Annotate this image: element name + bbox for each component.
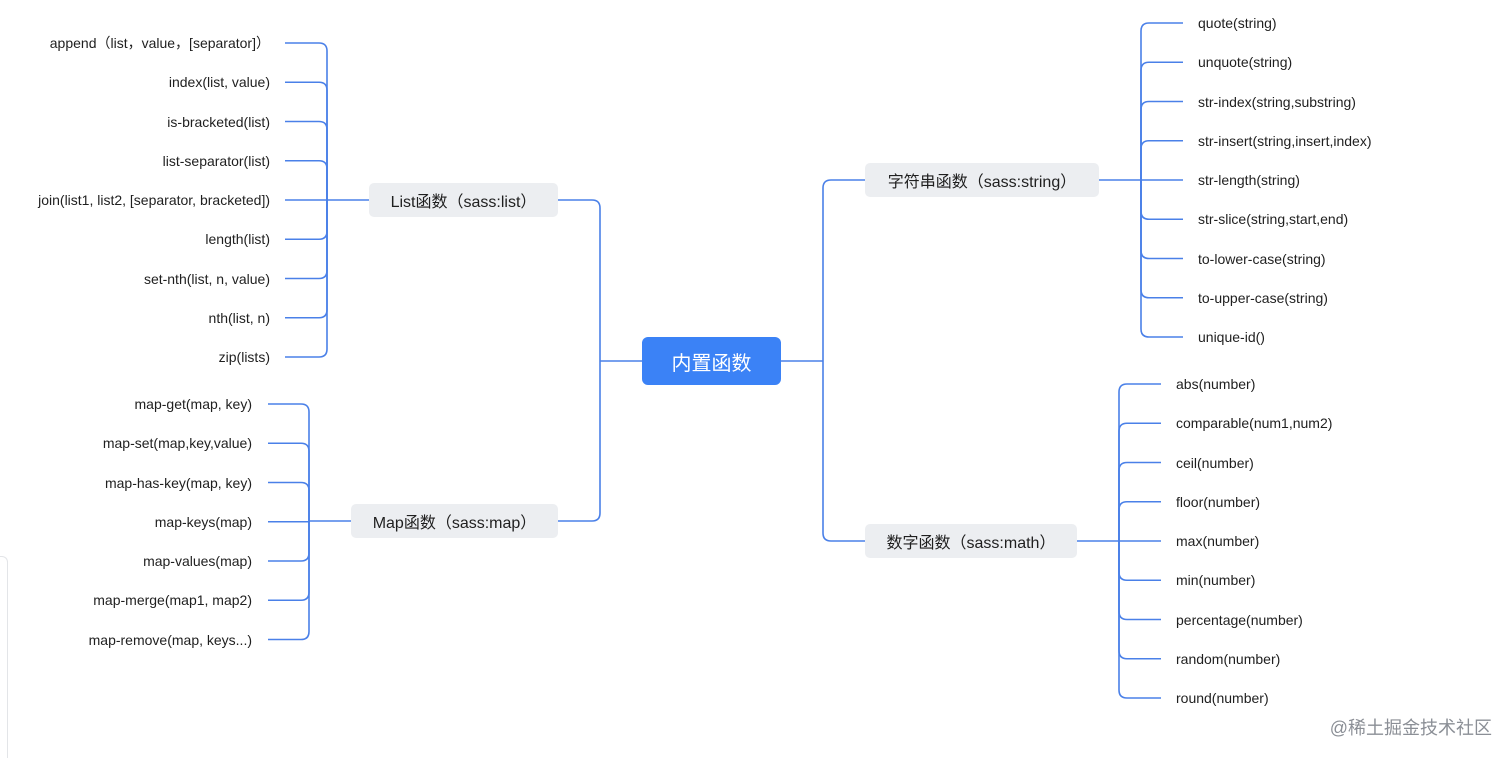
leaf-list-item[interactable]: set-nth(list, n, value) — [143, 270, 270, 287]
leaf-list-item[interactable]: zip(lists) — [218, 349, 270, 365]
leaf-list-item[interactable]: list-separator(list) — [162, 152, 270, 169]
branch-label-math: 数字函数（sass:math） — [886, 535, 1056, 552]
connector-math-leaf-1 — [1118, 422, 1161, 541]
connector-list-leaf-0 — [285, 42, 328, 200]
connector-list-leaf-2 — [285, 120, 328, 200]
leaf-map-item[interactable]: map-get(map, key) — [134, 396, 252, 412]
connector-math-leaf-0 — [1118, 383, 1161, 541]
connector-math-leaf-8 — [1118, 541, 1161, 699]
branch-node-math[interactable]: 数字函数（sass:math） — [865, 524, 1077, 558]
connector-list-leaf-3 — [285, 159, 328, 200]
leaf-map-item[interactable]: map-merge(map1, map2) — [93, 592, 252, 609]
leaf-string-item[interactable]: unquote(string) — [1198, 54, 1293, 71]
branch-node-list[interactable]: List函数（sass:list） — [369, 183, 558, 217]
connector-root-list — [558, 199, 601, 361]
connector-string-leaf-3 — [1140, 139, 1183, 180]
left-panel-edge — [0, 556, 8, 758]
leaf-math-item[interactable]: round(number) — [1176, 690, 1269, 706]
leaf-list-item[interactable]: join(list1, list2, [separator, bracketed… — [38, 192, 270, 208]
connector-map-leaf-4 — [268, 521, 310, 562]
branch-node-string[interactable]: 字符串函数（sass:string） — [865, 163, 1099, 197]
leaf-list-item[interactable]: append（list，value，[separator]） — [49, 35, 270, 51]
leaf-list-item[interactable]: index(list, value) — [168, 74, 270, 91]
leaf-math-item[interactable]: comparable(num1,num2) — [1176, 415, 1333, 432]
leaf-map-item[interactable]: map-values(map) — [143, 553, 252, 569]
connector-root-map — [558, 361, 601, 522]
leaf-string-item[interactable]: str-index(string,substring) — [1198, 93, 1356, 110]
connector-math-leaf-2 — [1118, 461, 1161, 541]
connector-string-leaf-5 — [1140, 180, 1183, 221]
leaf-string-item[interactable]: to-upper-case(string) — [1198, 289, 1328, 306]
connector-string-leaf-1 — [1140, 61, 1183, 180]
leaf-math-item[interactable]: ceil(number) — [1176, 454, 1254, 471]
leaf-math-item[interactable]: floor(number) — [1176, 493, 1261, 510]
connector-map-leaf-0 — [268, 403, 310, 521]
leaf-string-item[interactable]: to-lower-case(string) — [1198, 250, 1326, 267]
connector-map-leaf-2 — [268, 481, 310, 521]
leaf-map-item[interactable]: map-has-key(map, key) — [104, 474, 252, 491]
leaf-string-item[interactable]: str-slice(string,start,end) — [1198, 211, 1349, 228]
connector-list-leaf-7 — [285, 200, 328, 319]
branch-label-map: Map函数（sass:map） — [372, 515, 537, 532]
leaf-string-item[interactable]: quote(string) — [1198, 15, 1277, 31]
root-node-label: 内置函数 — [671, 352, 752, 375]
leaf-math-item[interactable]: max(number) — [1176, 533, 1260, 549]
leaf-map-item[interactable]: map-set(map,key,value) — [102, 435, 252, 452]
credit-watermark: @稀土掘金技术社区 — [1329, 718, 1492, 738]
connector-math-leaf-7 — [1118, 541, 1161, 660]
leaf-map-item[interactable]: map-keys(map) — [154, 513, 252, 530]
leaf-list-item[interactable]: is-bracketed(list) — [167, 113, 270, 130]
leaf-math-item[interactable]: abs(number) — [1176, 376, 1256, 392]
connector-string-leaf-0 — [1140, 22, 1183, 180]
leaf-list-item[interactable]: nth(list, n) — [208, 309, 270, 326]
leaf-math-item[interactable]: random(number) — [1176, 650, 1281, 667]
connector-root-string — [822, 179, 865, 361]
connector-math-leaf-3 — [1118, 500, 1161, 541]
leaf-math-item[interactable]: percentage(number) — [1176, 611, 1303, 628]
leaf-math-item[interactable]: min(number) — [1176, 572, 1256, 589]
root-node[interactable]: 内置函数 — [642, 337, 781, 385]
leaf-string-item[interactable]: str-length(string) — [1198, 172, 1300, 188]
connector-math-leaf-5 — [1118, 541, 1161, 582]
connector-string-leaf-7 — [1140, 180, 1183, 299]
leaf-list-item[interactable]: length(list) — [205, 231, 270, 248]
branch-label-list: List函数（sass:list） — [390, 194, 537, 211]
branch-node-map[interactable]: Map函数（sass:map） — [351, 504, 558, 538]
leaf-map-item[interactable]: map-remove(map, keys...) — [88, 631, 252, 648]
connector-map-leaf-6 — [268, 521, 310, 641]
connector-map-leaf-1 — [268, 442, 310, 521]
leaf-string-item[interactable]: unique-id() — [1198, 329, 1265, 345]
connector-list-leaf-8 — [285, 200, 328, 358]
branch-label-string: 字符串函数（sass:string） — [887, 174, 1077, 191]
connector-list-leaf-1 — [285, 81, 328, 200]
connector-root-math — [822, 361, 865, 542]
connector-string-leaf-2 — [1140, 100, 1183, 180]
leaf-string-item[interactable]: str-insert(string,insert,index) — [1198, 132, 1372, 149]
connector-string-leaf-8 — [1140, 180, 1183, 338]
connector-list-leaf-5 — [285, 200, 328, 241]
